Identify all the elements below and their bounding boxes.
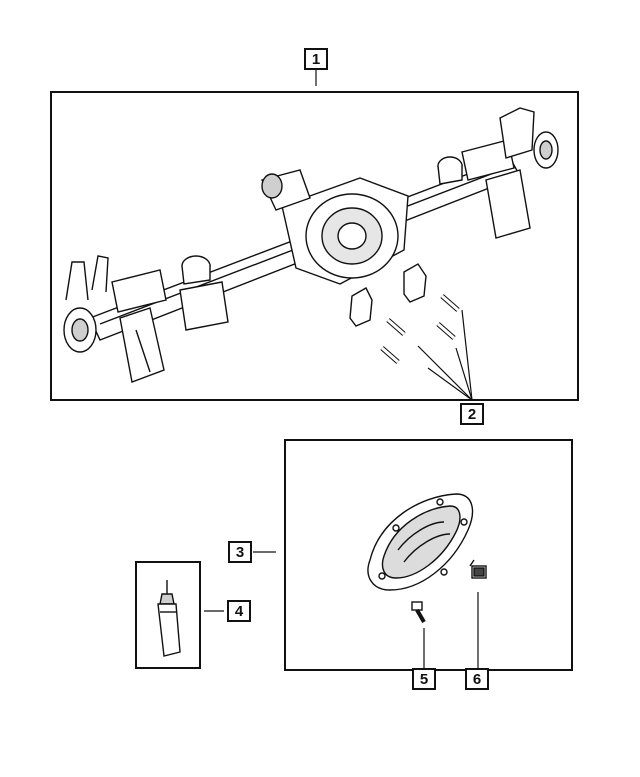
callout-3[interactable]: 3 bbox=[228, 541, 252, 563]
callout-1[interactable]: 1 bbox=[304, 48, 328, 70]
callout-5[interactable]: 5 bbox=[412, 668, 436, 690]
callout-4[interactable]: 4 bbox=[227, 600, 251, 622]
sealant-tube-icon bbox=[157, 580, 181, 657]
rear-axle-housing-icon bbox=[63, 107, 559, 383]
callout-2[interactable]: 2 bbox=[460, 403, 484, 425]
fill-plug-icon bbox=[469, 559, 487, 579]
brackets-and-bolts-icon bbox=[349, 263, 460, 364]
cover-bolt-icon bbox=[411, 601, 426, 624]
axle-assembly-frame bbox=[50, 91, 579, 401]
callout-6[interactable]: 6 bbox=[465, 668, 489, 690]
differential-cover-icon bbox=[367, 493, 474, 591]
leader-lines bbox=[204, 70, 479, 668]
sealant-frame bbox=[135, 561, 201, 669]
